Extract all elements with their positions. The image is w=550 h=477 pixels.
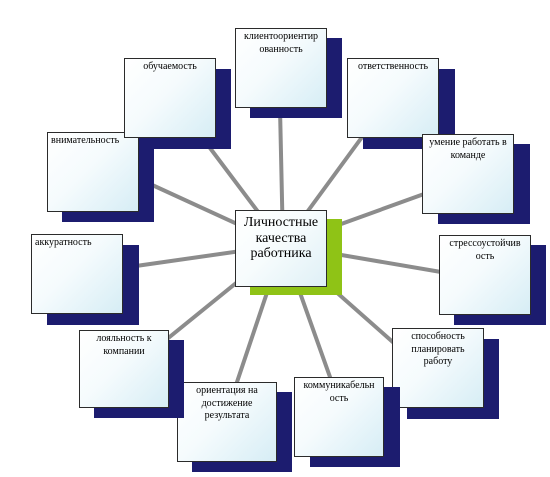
center-node: Личностные качества работника [235,210,327,287]
node-responsibility: ответственность [347,58,439,138]
node-label: ответственность [357,61,429,72]
center-node-label: Личностные качества работника [243,215,319,262]
node-label: лояльность к компании [96,333,152,357]
node-loyalty: лояльность к компании [79,330,169,408]
node-planning: способность планировать работу [392,328,484,408]
node-learnability: обучаемость [124,58,216,138]
node-label: аккуратность [35,237,92,248]
node-label: ориентация на достижение результата [196,385,258,421]
node-stress-resistance: стрессоустойчив ость [439,235,531,315]
node-label: клиентоориентир ованность [243,31,319,55]
node-label: коммуникабельн ость [303,380,375,404]
node-communication: коммуникабельн ость [294,377,384,457]
node-attentiveness: внимательность [47,132,139,212]
node-label: умение работать в команде [429,137,507,161]
node-label: стрессоустойчив ость [449,238,521,262]
node-accuracy: аккуратность [31,234,123,314]
node-client-orientation: клиентоориентир ованность [235,28,327,108]
node-label: внимательность [51,135,120,146]
node-results-orientation: ориентация на достижение результата [177,382,277,462]
node-label: способность планировать работу [411,331,465,367]
node-teamwork: умение работать в команде [422,134,514,214]
node-label: обучаемость [143,61,197,72]
